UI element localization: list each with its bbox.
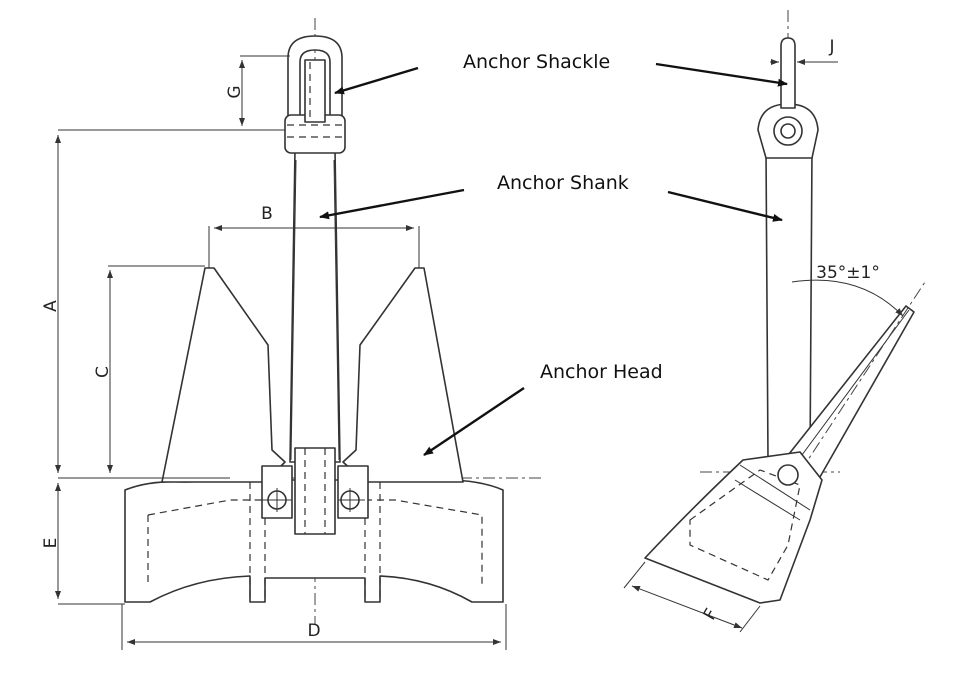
- shank-base-plate: [294, 447, 336, 535]
- side-head-line-1: [739, 464, 811, 511]
- left-fluke: [161, 267, 286, 483]
- dim-j-label: J: [828, 37, 834, 57]
- arrow-shank-side: [667, 190, 783, 222]
- arrow-shank-front: [319, 188, 465, 220]
- shank-edge-r: [333, 159, 340, 461]
- shackle-bolt: [304, 59, 326, 123]
- side-view: J 35°±1° F: [623, 10, 926, 633]
- shank-edge-l: [290, 159, 297, 461]
- dim-b-label: B: [261, 204, 273, 224]
- angle-arc: [791, 279, 904, 317]
- dim-c-label: C: [93, 366, 113, 378]
- label-anchor-shank: Anchor Shank: [497, 172, 629, 194]
- side-shank: [765, 149, 813, 461]
- dim-f-ext-2: [739, 605, 761, 633]
- side-fluke-line: [781, 309, 910, 483]
- dim-f-label: F: [700, 605, 722, 623]
- dim-g-label: G: [225, 85, 245, 98]
- dim-a-label: A: [41, 300, 61, 312]
- dim-f-line: [631, 585, 743, 629]
- side-shackle-plate: [780, 37, 796, 109]
- side-head-line-2: [734, 479, 801, 521]
- side-eye-hole: [780, 123, 796, 139]
- label-anchor-head: Anchor Head: [540, 361, 663, 383]
- right-fluke: [342, 267, 464, 483]
- side-head-inner: [689, 469, 801, 581]
- dim-f-ext-1: [623, 561, 646, 589]
- arrow-shackle-front: [334, 66, 419, 95]
- front-view: A C E D B G: [41, 18, 545, 650]
- front-shank: [289, 149, 341, 463]
- dim-d-label: D: [307, 621, 320, 641]
- arrow-shackle-side: [655, 62, 788, 87]
- arrow-head: [423, 387, 525, 456]
- angle-label: 35°±1°: [816, 263, 880, 283]
- label-anchor-shackle: Anchor Shackle: [463, 51, 610, 73]
- side-pin: [777, 464, 799, 486]
- dim-e-label: E: [41, 538, 61, 549]
